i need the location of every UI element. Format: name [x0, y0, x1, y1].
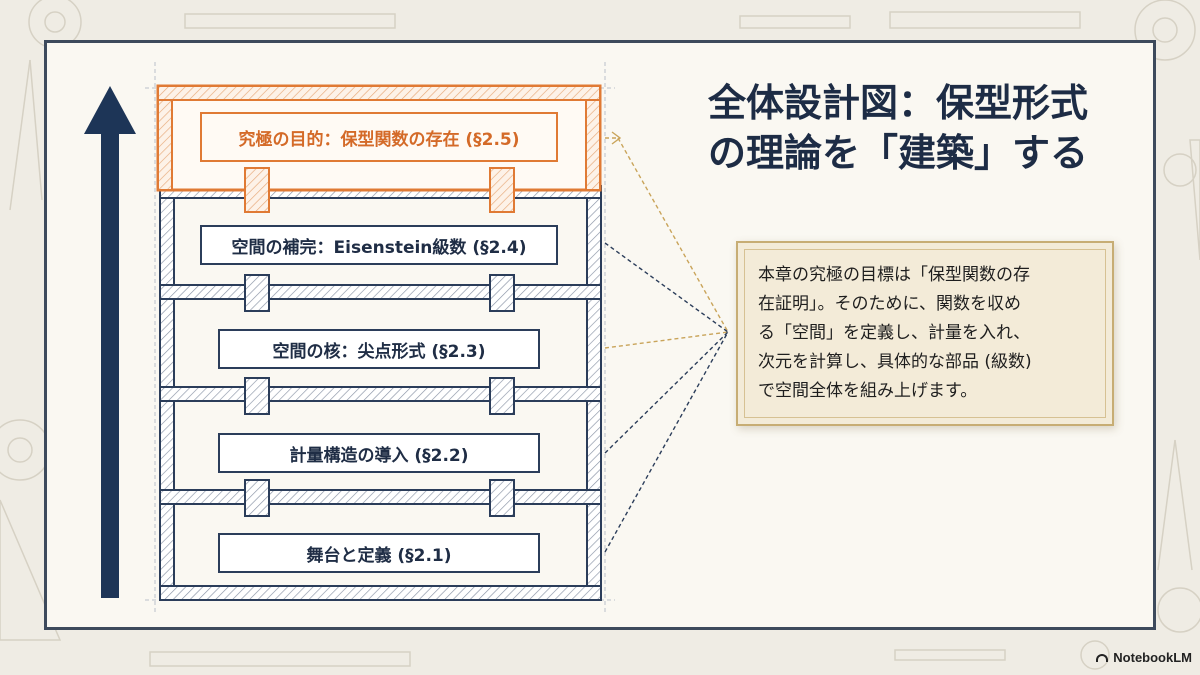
explanation-note-card: 本章の究極の目標は「保型関数の存 在証明」。そのために、関数を収め る「空間」を…: [736, 241, 1114, 426]
ruler-icon: [889, 11, 1081, 29]
floor-label-2-4: 空間の補完：Eisenstein級数 (§2.4): [200, 225, 558, 265]
note-line: 在証明」。そのために、関数を収め: [758, 294, 1021, 314]
upward-arrow-icon: [84, 86, 136, 598]
notebooklm-watermark: NotebookLM: [1096, 650, 1192, 665]
note-line: る「空間」を定義し、計量を入れ、: [758, 323, 1031, 343]
note-line: 次元を計算し、具体的な部品 (級数): [758, 352, 1032, 372]
floor-label-goal-2-5: 究極の目的：保型関数の存在 (§2.5): [200, 112, 558, 162]
pencil-icon: [894, 649, 1006, 661]
slide-title: 全体設計図：保型形式 の理論を「建築」する: [708, 78, 1138, 178]
connector-lines: [604, 131, 729, 553]
slide-title-line-1: 全体設計図：保型形式: [708, 81, 1089, 125]
explanation-note-text: 本章の究極の目標は「保型関数の存 在証明」。そのために、関数を収め る「空間」を…: [758, 261, 1098, 406]
floor-label-2-1: 舞台と定義 (§2.1): [218, 533, 540, 573]
slide-title-line-2: の理論を「建築」する: [708, 131, 1089, 175]
floor-label-2-2: 計量構造の導入 (§2.2): [218, 433, 540, 473]
support-columns: [244, 274, 515, 517]
gear-icon: [1157, 587, 1200, 633]
gear-icon: [1134, 0, 1196, 61]
notebooklm-logo-icon: [1096, 653, 1109, 662]
floor-label-2-3: 空間の核：尖点形式 (§2.3): [218, 329, 540, 369]
ruler-icon: [184, 13, 396, 29]
notebooklm-brand-label: NotebookLM: [1113, 650, 1192, 665]
note-line: で空間全体を組み上げます。: [758, 381, 978, 401]
note-line: 本章の究極の目標は「保型関数の存: [758, 265, 1030, 285]
compass-icon: [9, 59, 31, 211]
